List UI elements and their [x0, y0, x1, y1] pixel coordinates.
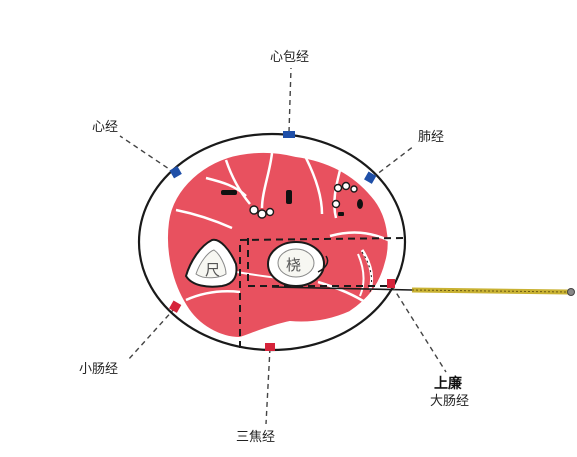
vessel-radial-2 [341, 181, 351, 191]
compartment-lines [239, 237, 405, 348]
fascia-line-1 [224, 159, 251, 205]
vessel-ulnar-2 [257, 209, 267, 219]
nerve-mark-3 [338, 212, 344, 216]
leader-lung [371, 145, 415, 179]
vessel-ulnar-3 [265, 207, 275, 217]
deep-vessel-dots [361, 251, 373, 293]
fascia-line-8 [317, 280, 369, 306]
meridian-markers [169, 131, 395, 351]
vessel-ulnar-1 [249, 205, 259, 215]
label-heart-meridian: 心经 [92, 120, 119, 135]
nerve-marks [221, 190, 363, 216]
radius-label: 桡 [286, 256, 301, 274]
label-point-name: 上廉 [434, 376, 462, 392]
fascia-line-4 [333, 169, 342, 219]
fascia-line-5 [175, 208, 233, 230]
fascia-line-7 [329, 231, 389, 242]
label-triple-burner-meridian: 三焦经 [236, 430, 276, 445]
vessel-radial-3 [350, 185, 358, 193]
ulna-label: 尺 [205, 261, 220, 279]
fascia-line-10 [357, 253, 365, 297]
marker-triple-burner [265, 343, 275, 351]
vessel-radial-4 [331, 199, 341, 209]
marker-lung [364, 171, 377, 184]
nerve-mark-4 [357, 199, 363, 209]
ulna-bone [184, 238, 238, 288]
fascia-line-2 [260, 152, 274, 209]
leader-triple-burner [265, 347, 271, 425]
fascia-line-9 [205, 176, 247, 197]
leader-heart [119, 135, 176, 174]
label-small-intestine-meridian: 小肠经 [79, 362, 119, 377]
fascia-line-6 [185, 290, 241, 302]
muscle-mass [165, 150, 390, 340]
marker-small-intestine [169, 300, 182, 313]
marker-large-intestine [387, 279, 395, 288]
label-large-intestine-meridian: 大肠经 [430, 394, 470, 409]
marker-heart [169, 166, 182, 179]
vessels-and-nerves [249, 181, 358, 219]
label-pericardium-meridian: 心包经 [270, 50, 310, 65]
fascia-line-3 [304, 157, 324, 215]
marker-pericardium [283, 131, 295, 138]
leader-large-intestine [391, 285, 447, 373]
acupuncture-needle [271, 286, 575, 296]
nerve-mark-2 [286, 190, 292, 204]
label-lung-meridian: 肺经 [418, 130, 445, 145]
leader-small-intestine [127, 307, 176, 361]
leader-pericardium [288, 67, 292, 133]
vessel-radial-1 [333, 183, 343, 193]
nerve-mark-1 [221, 190, 237, 195]
leader-lines [119, 67, 447, 425]
